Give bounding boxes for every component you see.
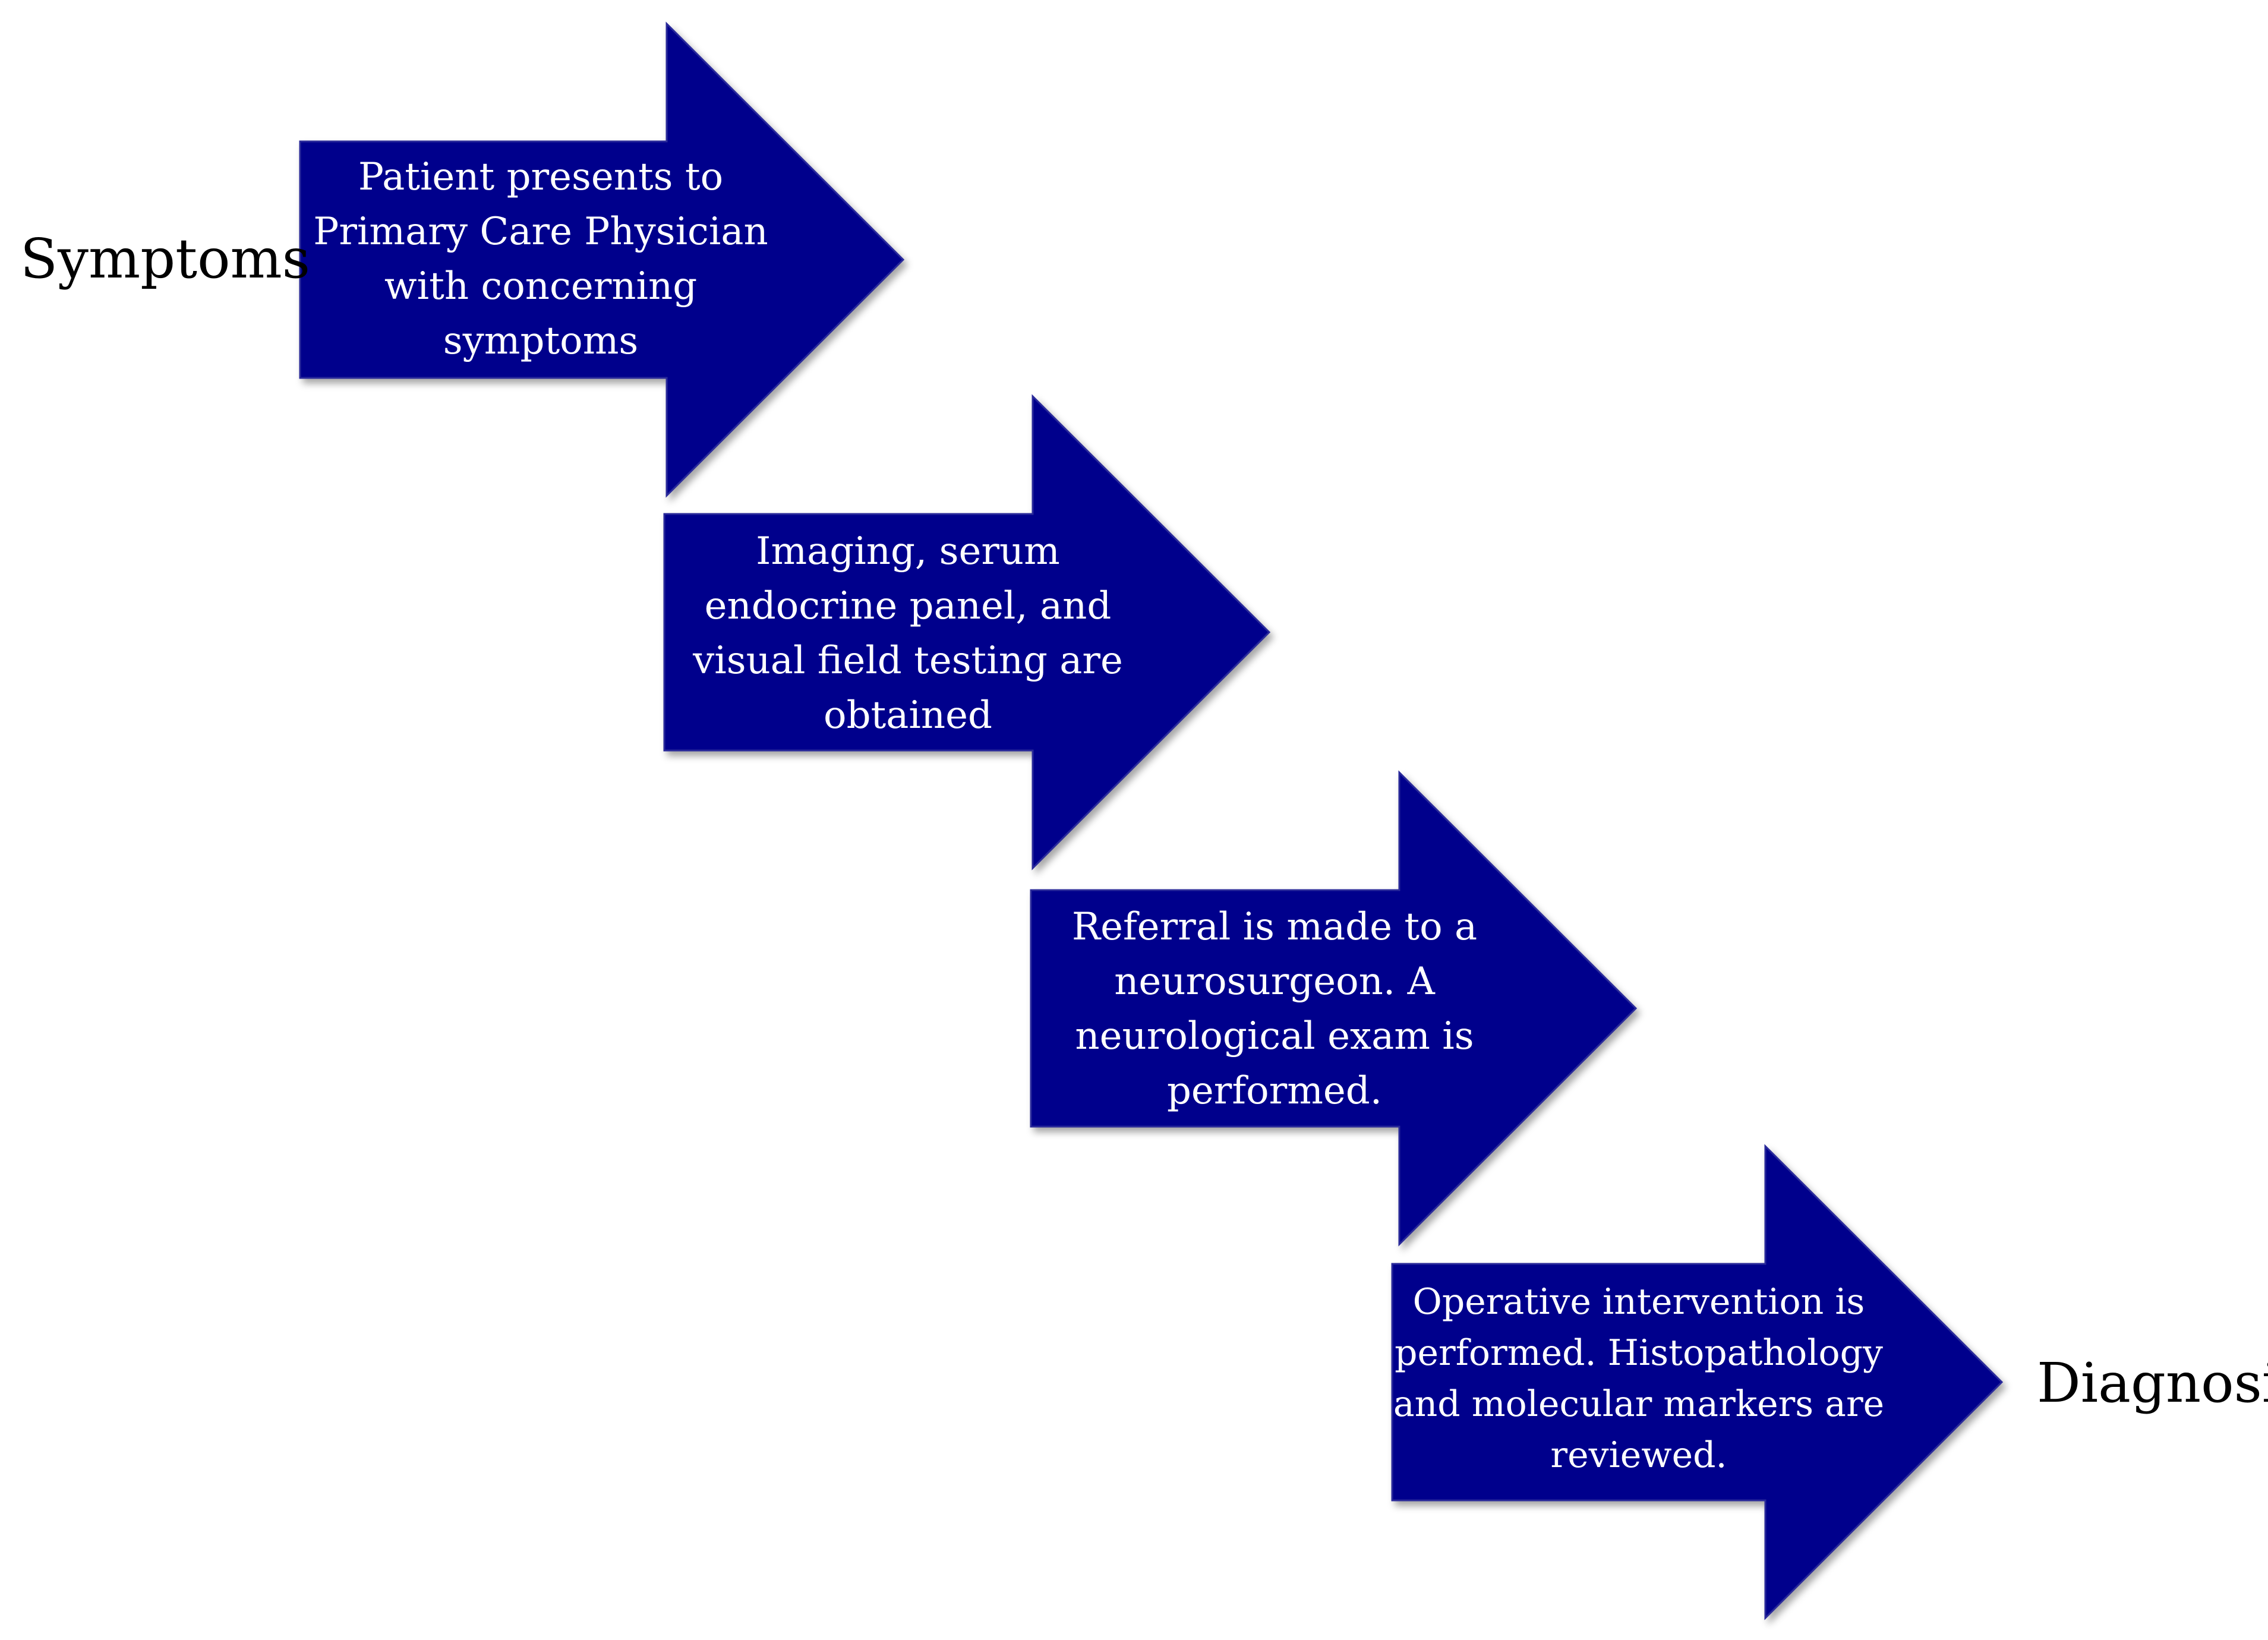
diagnosis-label: Diagnosis <box>2037 1351 2268 1415</box>
step-2-arrow <box>663 394 1271 871</box>
symptoms-label: Symptoms <box>20 227 310 291</box>
step-4-label: Operative intervention is performed. His… <box>1393 1281 1885 1476</box>
step-2-label: Imaging, serum endocrine panel, and visu… <box>693 529 1123 737</box>
step-3-label: Referral is made to a neurosurgeon. A ne… <box>1071 905 1478 1113</box>
step-3-text: Referral is made to a neurosurgeon. A ne… <box>1031 891 1518 1127</box>
step-1-label: Patient presents to Primary Care Physici… <box>313 155 768 363</box>
step-2-text: Imaging, serum endocrine panel, and visu… <box>664 516 1152 751</box>
step-1-text: Patient presents to Primary Care Physici… <box>300 141 781 377</box>
step-1-arrow <box>299 21 905 498</box>
step-3-arrow <box>1030 770 1638 1247</box>
step-4-arrow <box>1391 1144 2004 1620</box>
step-4-text: Operative intervention is performed. His… <box>1392 1254 1885 1503</box>
